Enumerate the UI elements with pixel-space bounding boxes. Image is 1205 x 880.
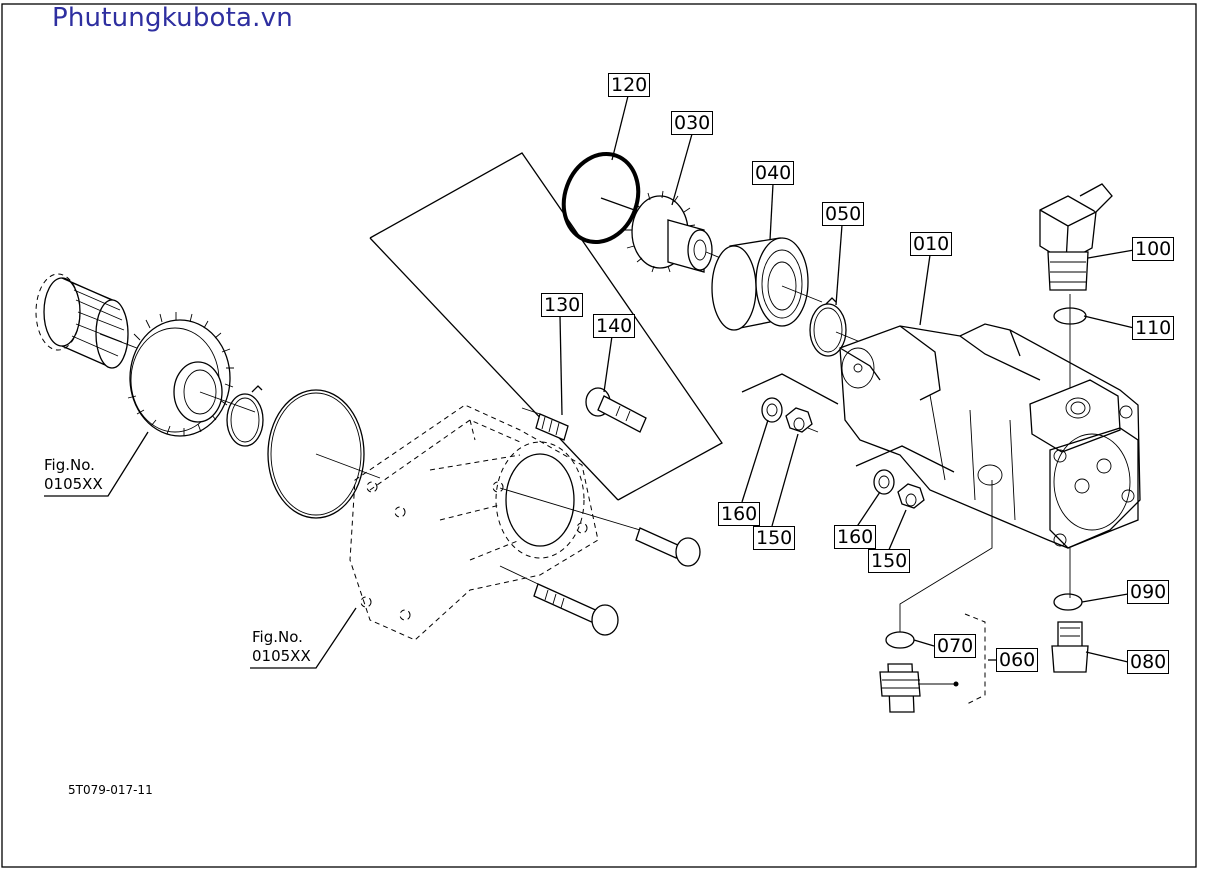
adapter-housing xyxy=(349,404,641,641)
callout-130[interactable]: 130 xyxy=(541,293,584,317)
callout-110[interactable]: 110 xyxy=(1132,316,1175,340)
page-border xyxy=(1,3,1197,868)
callout-040[interactable]: 040 xyxy=(752,161,795,185)
drawing-code: 5T079-017-11 xyxy=(68,783,153,797)
splined-shaft xyxy=(35,273,143,369)
callout-150-upper[interactable]: 150 xyxy=(753,526,796,550)
callout-140[interactable]: 140 xyxy=(593,314,636,338)
hex-bolt-lower xyxy=(499,565,619,636)
snap-ring-left xyxy=(226,385,264,447)
callout-030[interactable]: 030 xyxy=(671,111,714,135)
fitting-080 xyxy=(1051,621,1089,673)
callout-150-lower[interactable]: 150 xyxy=(868,549,911,573)
callout-100[interactable]: 100 xyxy=(1132,237,1175,261)
fitting-060 xyxy=(879,480,993,713)
site-watermark: Phutungkubota.vn xyxy=(52,3,293,33)
callout-070[interactable]: 070 xyxy=(934,634,977,658)
o-ring-housing xyxy=(267,389,365,519)
o-ring-090 xyxy=(1053,593,1083,611)
callout-080[interactable]: 080 xyxy=(1127,650,1170,674)
callout-120[interactable]: 120 xyxy=(608,73,651,97)
fig-ref-housing[interactable]: Fig.No. 0105XX xyxy=(252,628,311,666)
callout-160-lower[interactable]: 160 xyxy=(834,525,877,549)
fig-ref-number: 0105XX xyxy=(44,475,103,493)
callout-160-upper[interactable]: 160 xyxy=(718,502,761,526)
callout-050[interactable]: 050 xyxy=(822,202,865,226)
drive-gear xyxy=(127,312,256,437)
pressure-sensor-100 xyxy=(1039,183,1113,291)
callout-010[interactable]: 010 xyxy=(910,232,953,256)
assembly-outline xyxy=(369,152,723,501)
fig-ref-label: Fig.No. xyxy=(252,628,303,646)
hydraulic-pump-body xyxy=(839,294,1141,598)
bearing-040 xyxy=(711,237,823,331)
fig-ref-label: Fig.No. xyxy=(44,456,95,474)
washer-nut-upper xyxy=(741,373,839,433)
callout-060[interactable]: 060 xyxy=(996,648,1039,672)
washer-nut-lower xyxy=(855,445,955,509)
fig-ref-shaft[interactable]: Fig.No. 0105XX xyxy=(44,456,103,494)
hex-bolt-lower-right xyxy=(635,527,701,567)
leader-lines xyxy=(44,95,1135,669)
snap-ring-050 xyxy=(809,297,871,357)
fig-ref-number: 0105XX xyxy=(252,647,311,665)
callout-090[interactable]: 090 xyxy=(1127,580,1170,604)
stud-bolt xyxy=(521,407,569,441)
hex-bolt-140 xyxy=(585,387,647,433)
